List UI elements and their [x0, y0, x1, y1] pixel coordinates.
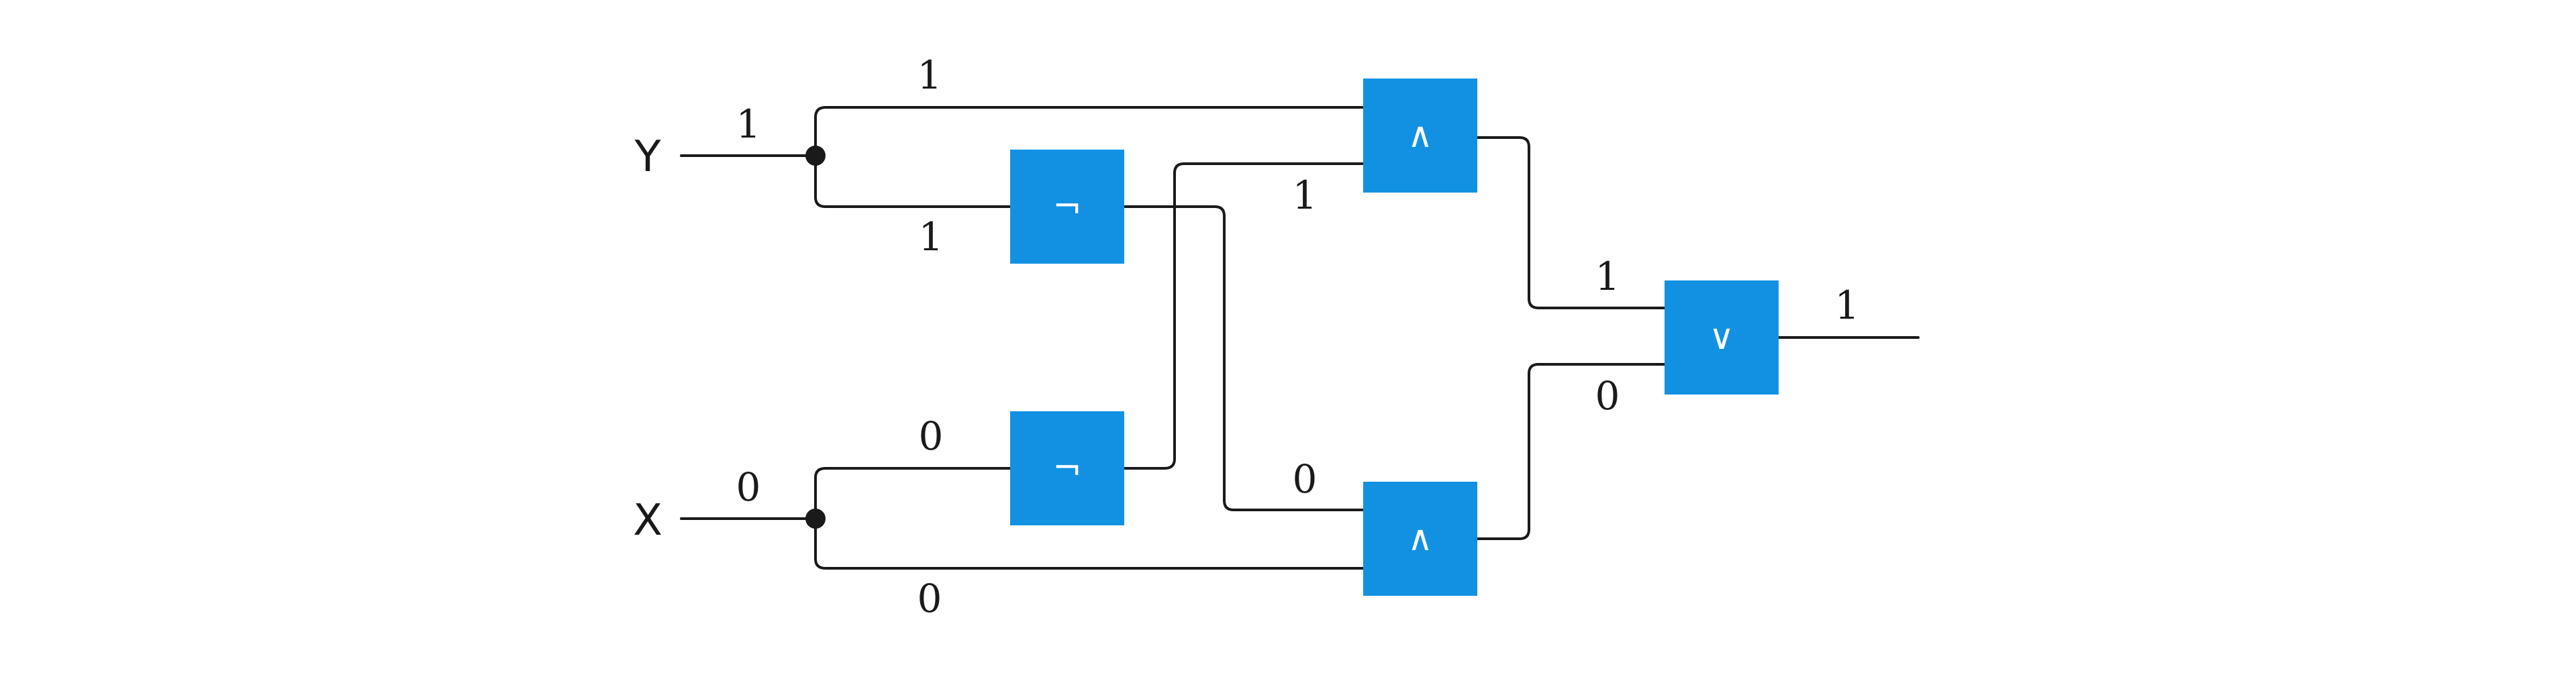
- value-not-bottom-to-and-top: 1: [1293, 172, 1318, 218]
- wire-and-bottom-to-or: [1475, 363, 1666, 540]
- value-not-top-to-and-bottom: 0: [1293, 456, 1318, 502]
- junction-x: [805, 509, 826, 529]
- value-x-input: 0: [736, 464, 761, 510]
- not-gate-top: ¬: [1010, 150, 1124, 264]
- value-y-to-and-top: 1: [918, 52, 942, 98]
- not-gate-top-body: [1010, 150, 1124, 264]
- and-gate-top: ∧: [1363, 78, 1477, 193]
- value-x-to-and-bottom: 0: [918, 576, 942, 621]
- and-gate-bottom-symbol: ∧: [1407, 519, 1433, 559]
- or-gate-body: [1665, 280, 1779, 395]
- value-x-to-not-bottom: 0: [919, 413, 944, 459]
- value-output: 1: [1835, 282, 1860, 328]
- and-gate-bottom-body: [1363, 482, 1477, 596]
- value-and-bottom-to-or: 0: [1595, 373, 1620, 419]
- not-gate-top-symbol: ¬: [1052, 187, 1082, 227]
- wire-not-top-to-and-bottom: [1123, 205, 1365, 511]
- input-y-label: Y: [634, 132, 661, 182]
- junction-y: [805, 146, 826, 166]
- wire-y-to-not-top: [814, 154, 1011, 208]
- wire-y-to-and-top: [814, 106, 1365, 157]
- wire-x-to-and-bottom: [814, 517, 1365, 570]
- not-gate-bottom-symbol: ¬: [1052, 448, 1082, 488]
- not-gate-bottom: ¬: [1010, 411, 1124, 525]
- input-x-label: X: [633, 496, 662, 545]
- not-gate-bottom-body: [1010, 411, 1124, 525]
- wire-not-bottom-to-and-top: [1123, 162, 1365, 470]
- wire-x-to-not-bottom: [814, 467, 1011, 520]
- or-gate-symbol: ∨: [1709, 317, 1734, 358]
- value-y-to-not-top: 1: [919, 214, 944, 260]
- or-gate: ∨: [1665, 280, 1779, 395]
- and-gate-top-body: [1363, 78, 1477, 193]
- and-gate-bottom: ∧: [1363, 482, 1477, 596]
- value-y-input: 1: [736, 101, 761, 147]
- and-gate-top-symbol: ∧: [1407, 115, 1433, 156]
- value-and-top-to-or: 1: [1595, 254, 1620, 299]
- wire-and-top-to-or: [1475, 136, 1666, 309]
